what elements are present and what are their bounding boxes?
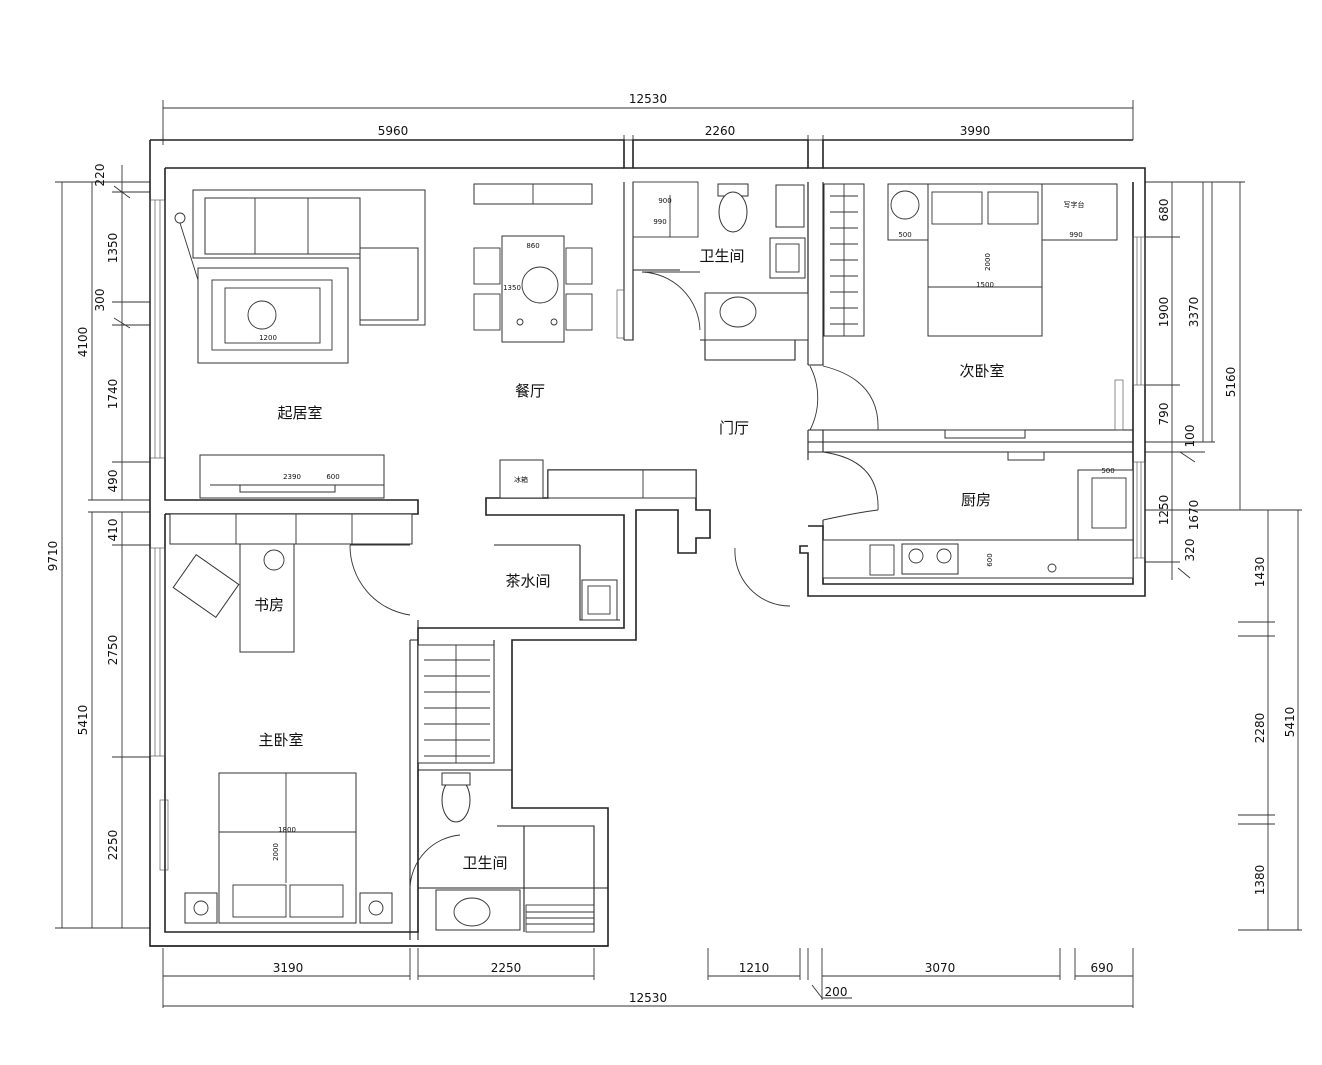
dim-left-lower: 5410: [76, 705, 90, 736]
kitchen-furniture: 600 500: [822, 451, 1134, 579]
shower-label: 900: [658, 197, 671, 205]
dimension-labels: 12530 5960 2260 3990 3190 2250 1210 3070…: [46, 92, 1297, 1005]
room-living: 起居室: [277, 404, 322, 422]
dimension-lines: [55, 100, 1302, 1008]
dim-left-seg-5: 490: [106, 470, 120, 493]
dim-top-seg-2: 2260: [705, 124, 736, 138]
dim-bottom-seg-5: 690: [1091, 961, 1114, 975]
living-furniture: 1200 2390 600: [174, 189, 426, 499]
dim-left-seg-4: 1740: [106, 379, 120, 410]
doors: [349, 271, 879, 889]
dim-right-mid-a: 3370: [1187, 297, 1201, 328]
windows: [149, 199, 1146, 871]
tv-depth-label: 600: [326, 473, 339, 481]
room-bath-bottom: 卫生间: [462, 854, 507, 872]
dim-right-lower: 5410: [1283, 707, 1297, 738]
room-study: 书房: [254, 596, 284, 614]
counter-label: 600: [986, 553, 994, 566]
dim-left-seg-3: 300: [93, 289, 107, 312]
dim-left-seg-8: 2250: [106, 830, 120, 861]
dim-right-seg-2: 1900: [1157, 297, 1171, 328]
room-tea-room: 茶水间: [505, 572, 550, 590]
dim-right-seg-8: 2280: [1253, 713, 1267, 744]
master-bedroom-furniture: 1800 2000: [184, 644, 495, 924]
room-foyer: 门厅: [719, 419, 749, 437]
dining-furniture: 860 1350: [473, 183, 593, 343]
dim-top-seg-3: 3990: [960, 124, 991, 138]
second-bedroom-furniture: 500 1500 2000 写字台 990: [823, 183, 1118, 439]
desk-width-label: 990: [1069, 231, 1082, 239]
bed-second-length-label: 2000: [984, 253, 992, 271]
dim-bottom-seg-4: 3070: [925, 961, 956, 975]
dim-right-seg-1: 680: [1157, 199, 1171, 222]
dim-bottom-overall: 12530: [629, 991, 667, 1005]
bed-second-width-label: 1500: [976, 281, 994, 289]
dim-left-seg-1: 220: [93, 164, 107, 187]
dim-left-seg-7: 2750: [106, 635, 120, 666]
dim-right-seg-3: 790: [1157, 403, 1171, 426]
dim-bottom-seg-1: 3190: [273, 961, 304, 975]
dim-left-upper: 4100: [76, 327, 90, 358]
dim-bottom-seg-2: 2250: [491, 961, 522, 975]
dim-right-mid-b: 1670: [1187, 500, 1201, 531]
dim-bottom-offset: 200: [825, 985, 848, 999]
rug-size-label: 1200: [259, 334, 277, 342]
tea-room-furniture: 冰箱: [499, 459, 697, 621]
room-second-bedroom: 次卧室: [959, 362, 1004, 380]
dim-right-seg-6: 320: [1183, 539, 1197, 562]
dim-right-seg-5: 1250: [1157, 495, 1171, 526]
bed-master-length-label: 2000: [272, 843, 280, 861]
bed-master-width-label: 1800: [278, 826, 296, 834]
desk-label: 写字台: [1064, 200, 1085, 209]
study-furniture: [169, 513, 413, 653]
sink-label: 500: [1101, 467, 1114, 475]
fridge-label: 冰箱: [514, 475, 528, 484]
bath-top-fixtures: 900 990: [632, 181, 809, 341]
room-kitchen: 厨房: [961, 491, 991, 509]
dim-right-seg-7: 1430: [1253, 557, 1267, 588]
room-bath-top: 卫生间: [699, 247, 744, 265]
shower-label-b: 990: [653, 218, 666, 226]
room-master-bedroom: 主卧室: [258, 731, 303, 749]
dim-right-seg-9: 1380: [1253, 865, 1267, 896]
dim-left-seg-2: 1350: [106, 233, 120, 264]
nightstand-label: 500: [898, 231, 911, 239]
dim-right-upper: 5160: [1224, 367, 1238, 398]
room-dining: 餐厅: [515, 382, 545, 400]
dim-left-seg-6: 410: [106, 519, 120, 542]
bath-bottom-fixtures: [435, 772, 595, 933]
dim-right-seg-4: 100: [1183, 425, 1197, 448]
dim-top-seg-1: 5960: [378, 124, 409, 138]
dining-width-label: 1350: [503, 284, 521, 292]
room-labels: 起居室 餐厅 门厅 卫生间 次卧室 厨房 书房 茶水间 主卧室 卫生间: [254, 247, 1005, 872]
dim-left-overall: 9710: [46, 541, 60, 572]
dining-table-label: 860: [526, 242, 539, 250]
dim-bottom-seg-3: 1210: [739, 961, 770, 975]
dim-top-overall: 12530: [629, 92, 667, 106]
tv-cabinet-label: 2390: [283, 473, 301, 481]
